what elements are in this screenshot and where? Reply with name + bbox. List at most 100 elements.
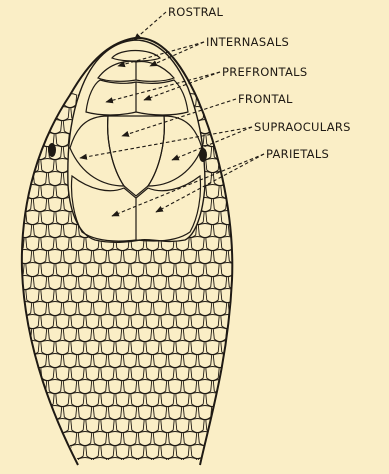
body-scale [146, 471, 159, 474]
body-scale [93, 328, 106, 342]
body-scale [183, 458, 196, 472]
body-scale [146, 419, 159, 433]
body-scale [213, 458, 226, 472]
body-scale [56, 133, 69, 147]
body-scale [33, 120, 46, 134]
body-scale [3, 198, 16, 212]
body-scale [213, 406, 226, 420]
body-scale [236, 211, 249, 225]
body-scale [131, 289, 144, 303]
body-scale [123, 250, 136, 264]
body-scale [3, 328, 16, 342]
body-scale [116, 315, 129, 329]
body-scale [3, 458, 16, 472]
body-scale [11, 445, 24, 459]
body-scale [33, 94, 46, 108]
body-scale [228, 146, 241, 160]
body-scale [48, 380, 61, 394]
body-scale [228, 380, 241, 394]
body-scale [63, 250, 76, 264]
body-scale [116, 471, 129, 474]
body-scale [86, 393, 99, 407]
body-scale [63, 224, 76, 238]
label-supraoculars: SUPRAOCULARS [254, 120, 351, 134]
body-scale [71, 315, 84, 329]
body-scale [161, 393, 174, 407]
body-scale [213, 224, 226, 238]
body-scale [153, 250, 166, 264]
leader-rostral [134, 12, 166, 40]
body-scale [183, 276, 196, 290]
body-scale [101, 289, 114, 303]
body-scale [56, 471, 69, 474]
body-scale [153, 354, 166, 368]
body-scale [63, 302, 76, 316]
body-scale [56, 445, 69, 459]
body-scale [161, 471, 174, 474]
body-scale [26, 133, 39, 147]
body-scale [26, 237, 39, 251]
body-scale [41, 159, 54, 173]
body-scale [71, 393, 84, 407]
body-scale [11, 107, 24, 121]
body-scale [206, 367, 219, 381]
body-scale [153, 302, 166, 316]
body-scale [48, 224, 61, 238]
body-scale [116, 419, 129, 433]
body-scale [41, 263, 54, 277]
body-scale [78, 328, 91, 342]
body-scale [18, 120, 31, 134]
body-scale [236, 367, 249, 381]
body-scale [206, 263, 219, 277]
body-scale [228, 250, 241, 264]
body-scale [206, 185, 219, 199]
body-scale [18, 276, 31, 290]
body-scale [108, 276, 121, 290]
body-scale [131, 263, 144, 277]
body-scale [18, 406, 31, 420]
body-scale [18, 250, 31, 264]
label-internasals: INTERNASALS [206, 35, 289, 49]
label-rostral: ROSTRAL [168, 5, 224, 19]
body-scale [123, 406, 136, 420]
body-scale [33, 432, 46, 446]
body-scale [213, 432, 226, 446]
body-scale [198, 250, 211, 264]
body-scale [101, 393, 114, 407]
body-scale [18, 354, 31, 368]
body-scale [86, 419, 99, 433]
body-scale [161, 315, 174, 329]
body-scale [236, 289, 249, 303]
body-scale [153, 380, 166, 394]
body-scale [33, 458, 46, 472]
body-scale [131, 445, 144, 459]
body-scale [183, 250, 196, 264]
body-scale [161, 341, 174, 355]
body-scale [146, 315, 159, 329]
body-scale [228, 354, 241, 368]
body-scale [18, 94, 31, 108]
body-scale [236, 419, 249, 433]
body-scale [71, 237, 84, 251]
body-scale [131, 471, 144, 474]
body-scale [11, 289, 24, 303]
body-scale [153, 458, 166, 472]
body-scale [11, 211, 24, 225]
body-scale [78, 458, 91, 472]
body-scale [33, 198, 46, 212]
body-scale [48, 172, 61, 186]
body-scale [41, 107, 54, 121]
body-scale [108, 354, 121, 368]
body-scale [228, 120, 241, 134]
body-scale [78, 406, 91, 420]
body-scale [138, 406, 151, 420]
body-scale [198, 354, 211, 368]
body-scale [138, 328, 151, 342]
body-scale [236, 315, 249, 329]
body-scale [131, 393, 144, 407]
body-scale [221, 367, 234, 381]
body-scale [93, 458, 106, 472]
body-scale [78, 432, 91, 446]
body-scale [183, 380, 196, 394]
body-scale [56, 263, 69, 277]
